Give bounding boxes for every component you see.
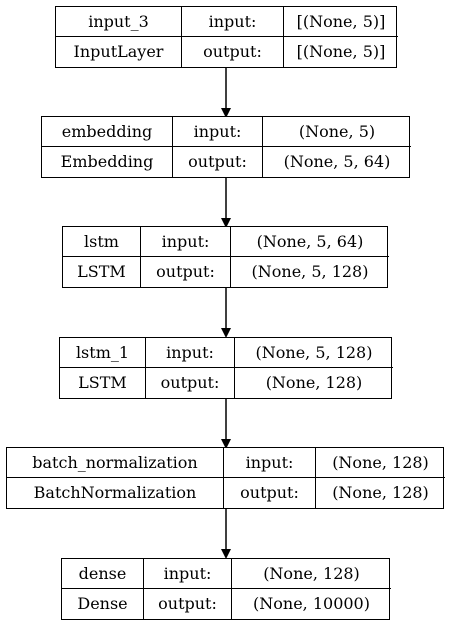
layer-name: embedding	[42, 117, 173, 147]
layer-class: LSTM	[63, 257, 141, 287]
output-label: output:	[141, 257, 231, 287]
layer-node-batch_normalization: batch_normalization input: (None, 128) B…	[6, 447, 445, 509]
layer-node-input_3: input_3 input: [(None, 5)] InputLayer ou…	[55, 6, 398, 68]
layer-node-lstm: lstm input: (None, 5, 64) LSTM output: (…	[62, 226, 389, 288]
layer-node-dense: dense input: (None, 128) Dense output: (…	[61, 558, 391, 620]
output-label: output:	[144, 589, 232, 619]
layer-node-embedding: embedding input: (None, 5) Embedding out…	[41, 116, 411, 178]
layer-name: lstm	[63, 227, 141, 257]
output-shape: (None, 5, 128)	[251, 262, 369, 281]
output-label: output:	[224, 478, 316, 508]
layer-name: dense	[62, 559, 144, 589]
output-shape: (None, 128)	[265, 373, 363, 392]
input-shape: (None, 5, 128)	[235, 338, 393, 368]
output-shape: (None, 10000)	[253, 594, 370, 613]
input-shape: (None, 128)	[316, 448, 445, 478]
output-shape: (None, 5, 64)	[283, 152, 391, 171]
layer-node-lstm_1: lstm_1 input: (None, 5, 128) LSTM output…	[59, 337, 393, 399]
input-label: input:	[224, 448, 316, 478]
input-label: input:	[141, 227, 231, 257]
layer-class: Dense	[62, 589, 144, 619]
input-shape: (None, 5)	[263, 117, 411, 147]
layer-class: LSTM	[60, 368, 146, 398]
layer-class: BatchNormalization	[7, 478, 224, 508]
input-label: input:	[144, 559, 232, 589]
layer-name: lstm_1	[60, 338, 146, 368]
output-label: output:	[146, 368, 235, 398]
output-shape: [(None, 5)]	[296, 42, 386, 61]
layer-class: Embedding	[42, 147, 173, 177]
input-label: input:	[182, 7, 284, 37]
input-shape: (None, 128)	[232, 559, 391, 589]
input-shape: [(None, 5)]	[284, 7, 398, 37]
layer-name: input_3	[56, 7, 182, 37]
input-shape: (None, 5, 64)	[231, 227, 389, 257]
layer-name: batch_normalization	[7, 448, 224, 478]
input-label: input:	[173, 117, 263, 147]
output-shape: (None, 128)	[332, 483, 429, 502]
input-label: input:	[146, 338, 235, 368]
output-label: output:	[182, 37, 284, 67]
output-label: output:	[173, 147, 263, 177]
layer-class: InputLayer	[56, 37, 182, 67]
